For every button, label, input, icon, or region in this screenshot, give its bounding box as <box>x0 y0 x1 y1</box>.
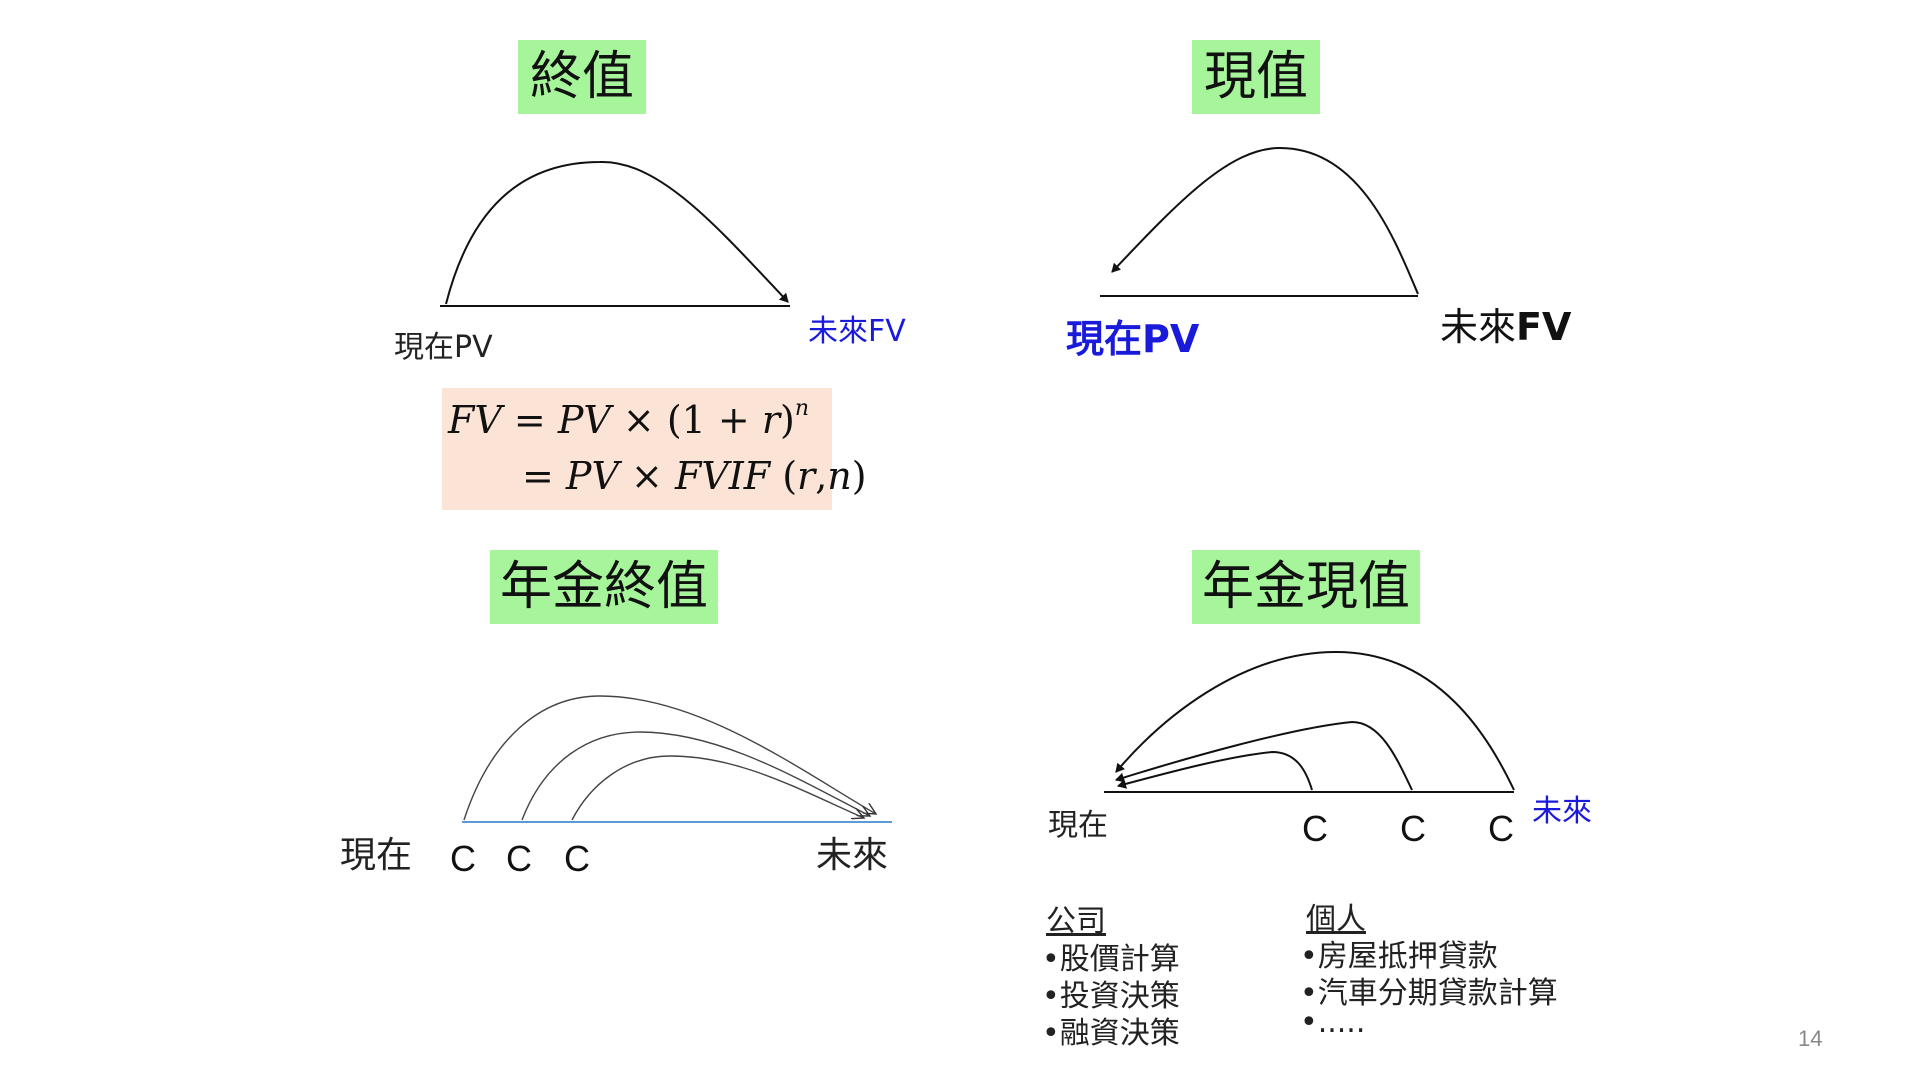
title-present-value: 現值 <box>1192 40 1320 114</box>
annuity-pv-arc-2 <box>1115 720 1413 791</box>
annuity-fv-cash-flow: C <box>450 838 476 879</box>
company-item: •股價計算 <box>1042 942 1180 977</box>
formula-r-2: r <box>797 454 816 498</box>
annuity-fv-diagram <box>462 695 892 823</box>
annuity-fv-arc-1 <box>463 695 876 821</box>
formula-r: r <box>761 398 780 442</box>
page-number: 14 <box>1798 1026 1823 1051</box>
annuity-fv-arc-3 <box>571 755 864 821</box>
formula-fvif: FVIF <box>674 454 771 498</box>
annuity-pv-cash-flow: C <box>1400 808 1426 849</box>
title-annuity-future-value: 年金終值 <box>490 550 718 624</box>
annuity-pv-diagram <box>1104 650 1515 793</box>
annuity-fv-future-label: 未來 <box>816 835 889 876</box>
formula-eq: = <box>501 398 558 442</box>
annuity-fv-cash-flow: C <box>564 838 590 879</box>
company-heading: 公司 <box>1046 904 1106 939</box>
formula-times-paren: × (1 + <box>610 398 762 442</box>
annuity-fv-cash-flow: C <box>506 838 532 879</box>
pv-now-label: 現在PV <box>1066 317 1200 361</box>
company-item: •融資決策 <box>1042 1016 1180 1051</box>
company-item: •投資決策 <box>1042 979 1180 1014</box>
title-future-value: 終值 <box>518 40 646 114</box>
formula-fv: FV <box>448 398 502 442</box>
formula-pv-2: PV <box>565 454 619 498</box>
formula-close: ) <box>780 398 795 442</box>
annuity-pv-cash-flow: C <box>1488 808 1514 849</box>
formula-pv: PV <box>557 398 611 442</box>
fv-arrow-curve <box>445 160 789 305</box>
formula-times-2: × <box>618 454 675 498</box>
annuity-pv-arc-1 <box>1115 650 1515 791</box>
fv-future-label: 未來FV <box>808 314 906 349</box>
formula-comma: , <box>815 454 828 498</box>
pv-future-label-suffix: FV <box>1516 305 1572 349</box>
formula-line-1: FV = PV × (1 + r)n <box>448 396 809 442</box>
formula-open-2: ( <box>770 454 798 498</box>
fv-formula-box: FV = PV × (1 + r)n = PV × FVIF (r,n) <box>442 388 867 510</box>
formula-exponent: n <box>794 396 809 421</box>
annuity-pv-arc-3 <box>1117 750 1313 791</box>
annuity-fv-now-label: 現在 <box>340 835 413 876</box>
annuity-pv-cash-flow: C <box>1302 808 1328 849</box>
title-annuity-present-value: 年金現值 <box>1192 550 1420 624</box>
formula-line-2: = PV × FVIF (r,n) <box>522 454 867 498</box>
formula-eq-2: = <box>522 454 566 498</box>
pv-diagram <box>1100 146 1419 297</box>
personal-item: •汽車分期貸款計算 <box>1300 976 1558 1011</box>
personal-item: •房屋抵押貸款 <box>1300 939 1498 974</box>
pv-arrow-curve <box>1111 146 1419 295</box>
fv-now-label: 現在PV <box>394 330 493 365</box>
formula-close-2: ) <box>851 454 867 498</box>
annuity-fv-arc-2 <box>521 731 870 821</box>
annuity-pv-future-label: 未來 <box>1532 794 1592 829</box>
annuity-pv-now-label: 現在 <box>1048 808 1108 843</box>
formula-n: n <box>827 454 852 498</box>
personal-item: •..... <box>1300 1005 1366 1040</box>
fv-diagram <box>440 160 790 307</box>
pv-future-label-prefix: 未來 <box>1440 305 1517 349</box>
pv-future-label: 未來FV <box>1440 296 1571 351</box>
personal-heading: 個人 <box>1306 902 1366 937</box>
